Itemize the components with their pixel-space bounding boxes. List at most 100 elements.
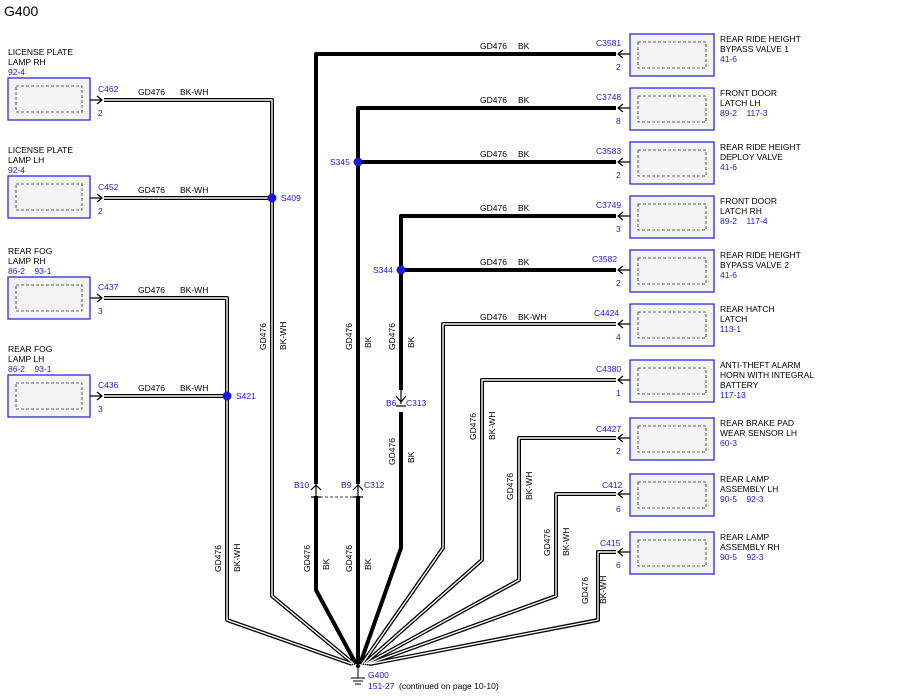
splice-s344-label: S344 <box>373 265 393 275</box>
component-box <box>629 303 715 347</box>
connector-id: C452 <box>98 182 119 192</box>
inline-connector-c313: B6 C313 <box>386 390 427 408</box>
c312-pin-b10: B10 <box>294 480 309 490</box>
right-component-rear-hatch-latch[interactable]: C4424 4 REAR HATCH LATCH 113-1 GD476 BK-… <box>480 303 775 347</box>
connector-arrow-icon <box>617 265 630 275</box>
component-name-line1: REAR HATCH <box>720 304 775 314</box>
component-box <box>629 531 715 575</box>
vlabel-color: BK-WH <box>232 544 242 572</box>
c312-pin-b9: B9 <box>341 480 352 490</box>
component-box <box>629 249 715 293</box>
component-name-line2: WEAR SENSOR LH <box>720 428 797 438</box>
vlabel-circuit: GD476 <box>542 529 552 556</box>
connector-id: C3581 <box>596 38 621 48</box>
right-component-front-door-latch-rh[interactable]: C3749 3 FRONT DOOR LATCH RH 89-2 117-4 G… <box>480 195 777 239</box>
component-box <box>7 374 91 418</box>
right-component-rear-ride-height-bypass-valve-1[interactable]: C3581 2 REAR RIDE HEIGHT BYPASS VALVE 1 … <box>480 33 801 77</box>
component-inner <box>637 311 707 339</box>
pin-number: 2 <box>98 206 103 216</box>
component-name-line2: HORN WITH INTEGRAL <box>720 370 814 380</box>
connector-arrow-icon <box>617 375 630 385</box>
component-page-ref: 86-2 93-1 <box>8 266 52 276</box>
vlabel-circuit: GD476 <box>213 545 223 572</box>
vlabel-circuit: GD476 <box>505 473 515 500</box>
right-component-rear-ride-height-bypass-valve-2[interactable]: C3582 2 REAR RIDE HEIGHT BYPASS VALVE 2 … <box>480 249 801 293</box>
connector-id: C4380 <box>596 364 621 374</box>
splices: S409 S421 S345 S344 <box>222 157 406 401</box>
component-page-ref: 41-6 <box>720 270 737 280</box>
component-name-line1: REAR RIDE HEIGHT <box>720 34 801 44</box>
connector-arrow-icon <box>617 319 630 329</box>
component-name-line2: LATCH <box>720 314 747 324</box>
component-inner <box>637 367 707 395</box>
connector-id: C3582 <box>592 254 617 264</box>
left-component-license-plate-rh[interactable]: LICENSE PLATE LAMP RH 92-4 C462 2 GD476 … <box>7 47 208 121</box>
component-box <box>7 175 91 219</box>
component-box <box>629 87 715 131</box>
component-page-ref: 117-13 <box>720 390 746 400</box>
component-box <box>629 417 715 461</box>
component-box <box>629 473 715 517</box>
component-page-ref: 89-2 117-4 <box>720 216 768 226</box>
vlabel-color: BK <box>363 336 373 348</box>
left-component-rear-fog-lh[interactable]: REAR FOG LAMP LH 86-2 93-1 C436 3 GD476 … <box>7 344 208 418</box>
component-name-line2: BYPASS VALVE 1 <box>720 44 789 54</box>
c313-label: C313 <box>406 398 427 408</box>
wire-color: BK <box>518 41 530 51</box>
component-page-ref: 92-4 <box>8 165 25 175</box>
connector-arrow-icon <box>90 95 103 105</box>
vlabel-circuit: GD476 <box>580 577 590 604</box>
right-component-anti-theft-alarm-horn[interactable]: C4380 1 ANTI-THEFT ALARM HORN WITH INTEG… <box>596 359 814 403</box>
component-page-ref: 113-1 <box>720 324 741 334</box>
vlabel-color: BK-WH <box>487 412 497 440</box>
component-inner <box>15 183 83 211</box>
splice-s421-label: S421 <box>236 391 256 401</box>
bkwh-wires <box>104 98 616 666</box>
wire-c3581 <box>314 52 616 484</box>
vlabel-circuit: GD476 <box>302 545 312 572</box>
component-name-line1: REAR LAMP <box>720 474 769 484</box>
wire-circuit: GD476 <box>480 203 507 213</box>
vlabel-color: BK-WH <box>278 322 288 350</box>
component-box <box>629 359 715 403</box>
pin-number: 2 <box>98 108 103 118</box>
component-name-line1: LICENSE PLATE <box>8 47 73 57</box>
component-name-line2: ASSEMBLY LH <box>720 484 778 494</box>
pin-number: 6 <box>616 504 621 514</box>
wire-c3749 <box>399 214 616 390</box>
pin-number: 3 <box>616 224 621 234</box>
pin-number: 2 <box>616 170 621 180</box>
component-name-line1: FRONT DOOR <box>720 196 777 206</box>
wire-c313-ground <box>358 412 403 665</box>
component-inner <box>637 425 707 453</box>
pin-number: 2 <box>616 278 621 288</box>
connector-id: C412 <box>602 480 623 490</box>
pin-number: 8 <box>616 116 621 126</box>
right-component-front-door-latch-lh[interactable]: C3748 8 FRONT DOOR LATCH LH 89-2 117-3 G… <box>480 87 777 131</box>
left-component-license-plate-lh[interactable]: LICENSE PLATE LAMP LH 92-4 C452 2 GD476 … <box>7 145 208 219</box>
wire-color: BK-WH <box>180 185 208 195</box>
component-inner <box>637 539 707 567</box>
connector-arrow-icon <box>617 211 630 221</box>
vlabel-color: BK <box>406 336 416 348</box>
ground-g400[interactable]: G400 151-27 (continued on page 10-10) <box>351 663 499 691</box>
bk-wires <box>314 52 616 665</box>
component-name-line1: FRONT DOOR <box>720 88 777 98</box>
component-inner <box>637 257 707 285</box>
wire-color: BK-WH <box>180 383 208 393</box>
component-box <box>629 33 715 77</box>
wire-circuit: GD476 <box>480 312 507 322</box>
left-component-rear-fog-rh[interactable]: REAR FOG LAMP RH 86-2 93-1 C437 3 GD476 … <box>7 246 208 320</box>
right-component-rear-ride-height-deploy-valve[interactable]: C3583 2 REAR RIDE HEIGHT DEPLOY VALVE 41… <box>480 141 801 185</box>
vertical-wire-labels: GD476 BK-WH GD476 BK GD476 BK GD476 BK G… <box>213 322 608 604</box>
component-box <box>7 77 91 121</box>
inline-connector-c312: B10 B9 C312 <box>294 480 385 498</box>
right-component-rear-brake-pad-wear-sensor-lh[interactable]: C4427 2 REAR BRAKE PAD WEAR SENSOR LH 60… <box>596 417 797 461</box>
right-component-rear-lamp-assembly-lh[interactable]: C412 6 REAR LAMP ASSEMBLY LH 90-5 92-3 <box>602 473 778 517</box>
splice-s345-label: S345 <box>330 157 350 167</box>
right-component-rear-lamp-assembly-rh[interactable]: C415 6 REAR LAMP ASSEMBLY RH 90-5 92-3 <box>600 531 780 575</box>
connector-arrow-icon <box>90 293 103 303</box>
wire-c3748 <box>356 106 616 484</box>
wire-circuit: GD476 <box>138 383 165 393</box>
